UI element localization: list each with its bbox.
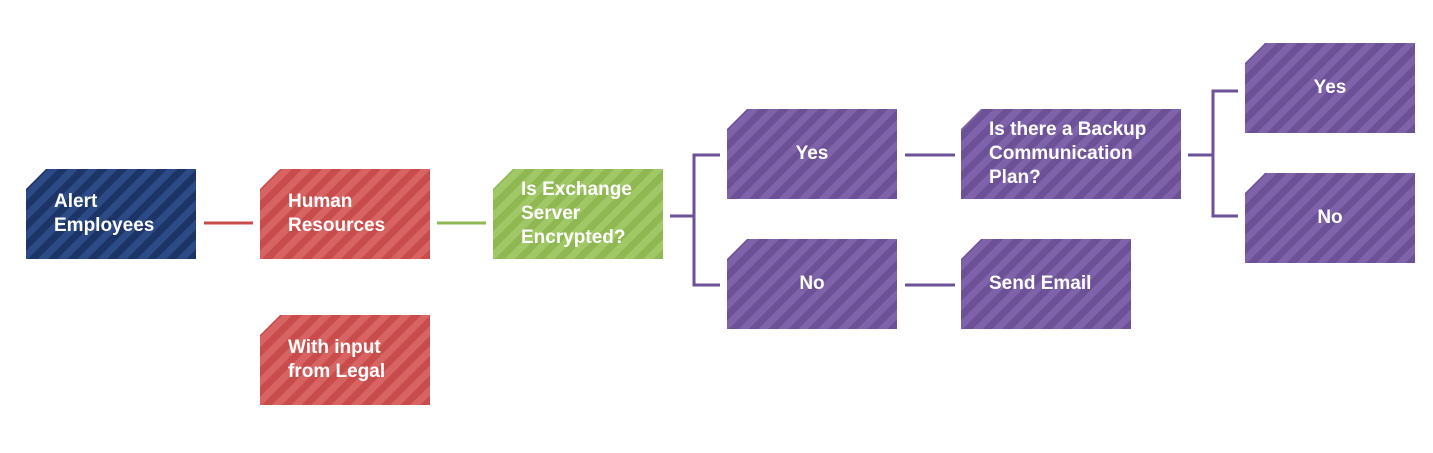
node-alert-employees: Alert Employees (26, 169, 196, 259)
node-no-encrypted: No (727, 239, 897, 329)
node-label: Is Exchange Server Encrypted? (521, 179, 632, 248)
node-label: Yes (1313, 77, 1347, 98)
connector-exchange-branch-no (692, 216, 720, 287)
connector-backup-branch-no (1211, 155, 1238, 218)
node-label: No (1317, 207, 1343, 228)
node-human-resources: Human Resources (260, 169, 430, 259)
node-label: No (799, 273, 825, 294)
connector-backup-branch (1188, 89, 1238, 157)
node-label: Yes (795, 143, 829, 164)
node-label: Human Resources (288, 191, 386, 236)
node-label: Alert Employees (54, 191, 155, 236)
node-send-email: Send Email (961, 239, 1131, 329)
node-label: Send Email (989, 273, 1092, 294)
node-yes-encrypted: Yes (727, 109, 897, 199)
node-with-input-from-legal: With input from Legal (260, 315, 430, 405)
connector-exchange-branch (670, 153, 720, 218)
node-exchange-encrypted: Is Exchange Server Encrypted? (493, 169, 663, 259)
node-label: With input from Legal (288, 337, 386, 382)
node-no-backup: No (1245, 173, 1415, 263)
node-backup-plan: Is there a Backup Communication Plan? (961, 109, 1181, 199)
node-label: Is there a Backup Communication Plan? (989, 119, 1147, 188)
node-yes-backup: Yes (1245, 43, 1415, 133)
